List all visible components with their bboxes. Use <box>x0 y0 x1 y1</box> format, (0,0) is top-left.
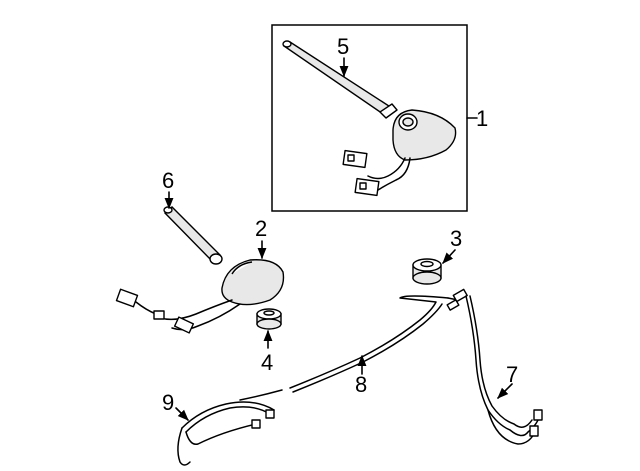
cable-part-9 <box>177 389 283 466</box>
cable-part-7 <box>465 295 543 445</box>
callout-6: 6 <box>162 168 174 193</box>
callout-5: 5 <box>337 34 349 59</box>
cable-part-8 <box>289 288 468 393</box>
callout-3: 3 <box>450 226 462 251</box>
antenna-base-assembly <box>342 109 457 197</box>
callout-4: 4 <box>261 350 273 375</box>
grommet-part-4 <box>256 308 282 330</box>
antenna-base-part-2 <box>115 259 285 334</box>
callout-9: 9 <box>162 390 174 415</box>
grommet-part-3 <box>412 258 442 285</box>
callout-7-leader <box>497 383 513 399</box>
callout-2: 2 <box>255 216 267 241</box>
callout-7: 7 <box>506 362 518 387</box>
antenna-mast-part-5 <box>282 40 398 119</box>
callout-3-leader <box>442 249 456 264</box>
callout-9-leader <box>175 407 189 421</box>
callout-1: 1 <box>476 106 488 131</box>
callout-8: 8 <box>355 372 367 397</box>
short-mast-part-6 <box>163 206 223 265</box>
